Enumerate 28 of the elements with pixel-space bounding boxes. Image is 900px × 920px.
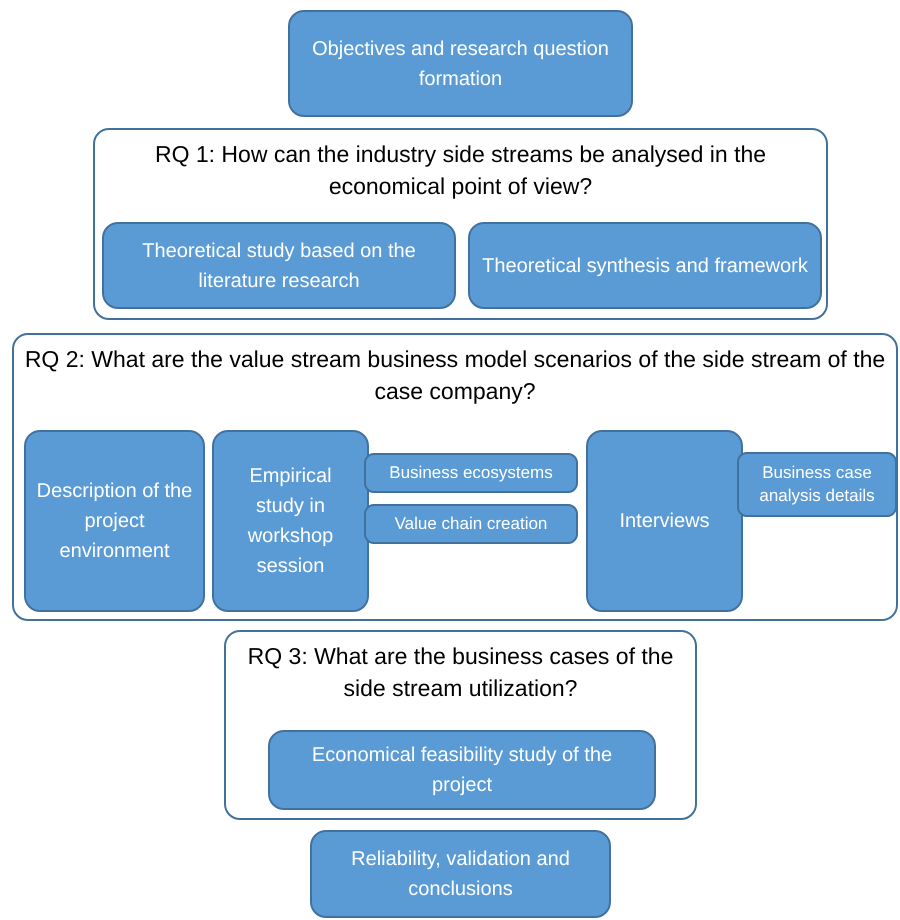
process-box	[102, 222, 456, 309]
question-panel	[93, 128, 828, 320]
process-box	[586, 430, 743, 612]
box-text: Description of the project environment	[36, 479, 193, 564]
box-text: Economical feasibility study of the project	[310, 743, 614, 798]
box-text: Interviews	[619, 509, 710, 534]
detail-box	[364, 504, 578, 544]
box-text: Theoretical study based on the literature research	[141, 238, 417, 294]
box-text: Empirical study in workshop session	[246, 464, 334, 579]
process-box	[468, 222, 822, 309]
process-box	[212, 430, 369, 612]
box-text: Objectives and research question formation	[311, 36, 610, 92]
process-box	[268, 730, 656, 810]
box-text: Business case analysis details	[758, 462, 876, 506]
detail-box	[364, 453, 578, 493]
question-panel	[12, 333, 898, 621]
question-heading: RQ 3: What are the business cases of the side stream utilization?	[246, 642, 674, 704]
question-panel	[224, 630, 697, 820]
box-text: Theoretical synthesis and framework	[482, 254, 808, 278]
box-text: Reliability, validation and conclusions	[350, 847, 571, 902]
process-box	[24, 430, 205, 612]
question-heading: RQ 1: How can the industry side streams be analysed in the economical point of view?	[154, 140, 768, 202]
box-text: Business ecosystems	[389, 462, 553, 484]
process-box	[310, 830, 611, 918]
process-box	[288, 10, 633, 117]
question-heading: RQ 2: What are the value stream business model scenarios of the side stream of the case company?	[24, 345, 886, 406]
box-text: Value chain creation	[394, 512, 548, 535]
detail-box	[737, 452, 897, 517]
